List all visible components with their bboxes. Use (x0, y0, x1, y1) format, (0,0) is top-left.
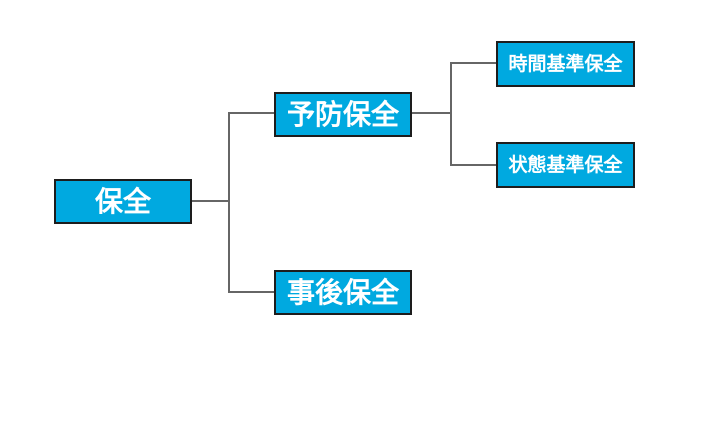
connector-trunk-to-corrective (230, 291, 274, 293)
connector-preventive-to-trunk (412, 112, 452, 114)
connector-trunk-level1 (228, 112, 230, 293)
connector-trunk-to-time-based (452, 62, 496, 64)
node-preventive-maintenance-label: 予防保全 (286, 98, 399, 130)
node-condition-based-maintenance-label: 状態基準保全 (508, 154, 623, 176)
node-time-based-maintenance: 時間基準保全 (496, 41, 635, 87)
node-preventive-maintenance: 予防保全 (274, 92, 412, 137)
node-time-based-maintenance-label: 時間基準保全 (508, 53, 623, 75)
node-maintenance: 保全 (54, 179, 192, 224)
node-condition-based-maintenance: 状態基準保全 (496, 142, 635, 188)
connector-trunk-to-condition-based (452, 164, 496, 166)
connector-root-to-trunk (192, 200, 230, 202)
node-maintenance-label: 保全 (94, 185, 151, 217)
node-corrective-maintenance-label: 事後保全 (286, 276, 399, 308)
connector-trunk-to-preventive (230, 112, 274, 114)
node-corrective-maintenance: 事後保全 (274, 270, 412, 315)
connector-trunk-level2 (450, 62, 452, 166)
